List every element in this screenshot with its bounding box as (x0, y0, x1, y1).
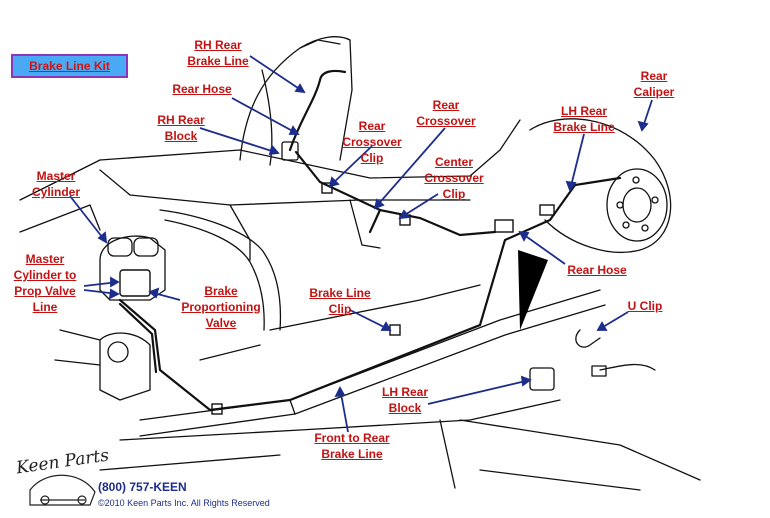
shadow-wedge (518, 250, 548, 330)
callout-arrows (69, 55, 653, 433)
rear-hose-right-label[interactable]: Rear Hose (567, 263, 627, 277)
keen-parts-logo (29, 474, 96, 506)
u-clip-label[interactable]: U Clip (627, 299, 663, 313)
rear-hose-top-label[interactable]: Rear Hose (172, 82, 232, 96)
copyright-notice: ©2010 Keen Parts Inc. All Rights Reserve… (98, 498, 270, 508)
phone-number: (800) 757-KEEN (98, 480, 187, 494)
brake-lines (118, 69, 622, 415)
brake-line-kit-button[interactable]: Brake Line Kit (11, 54, 128, 78)
chassis-drawing (19, 36, 701, 491)
